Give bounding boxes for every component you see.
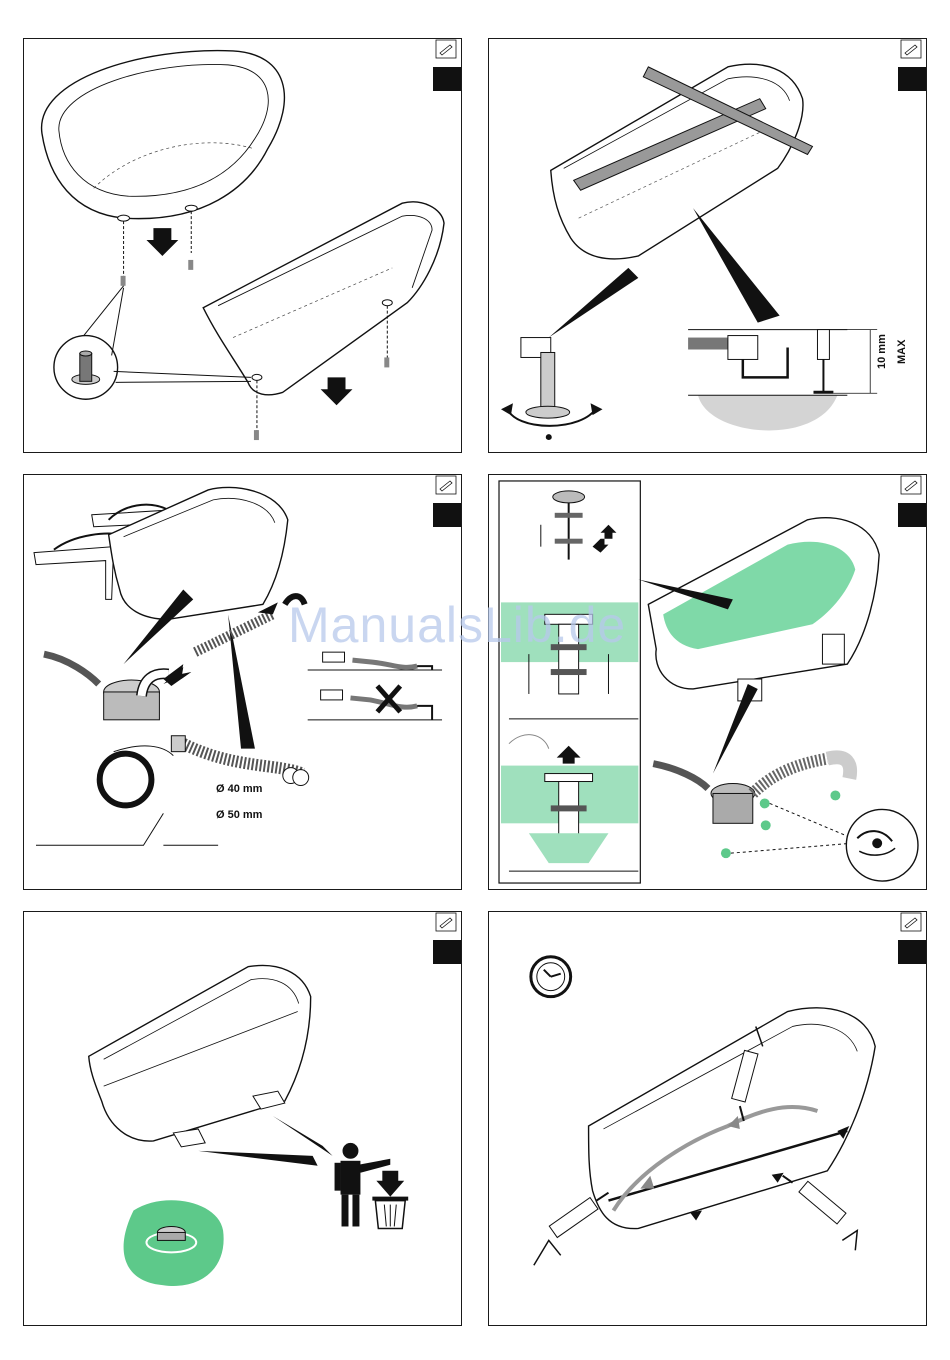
illustration-feet-mounting bbox=[24, 39, 461, 452]
step-tab-marker bbox=[898, 940, 926, 964]
eye-icon bbox=[846, 809, 918, 881]
pencil-note-icon bbox=[435, 912, 457, 932]
height-max-value: 10 mm bbox=[876, 334, 888, 369]
illustration-remove-supports bbox=[24, 912, 461, 1325]
panel-step-6 bbox=[488, 911, 927, 1326]
clock-icon bbox=[531, 957, 571, 997]
panel-step-5 bbox=[23, 911, 462, 1326]
step-tab-marker bbox=[898, 67, 926, 91]
panel-step-4 bbox=[488, 474, 927, 890]
down-arrow-icon bbox=[321, 377, 353, 405]
step-tab-marker bbox=[898, 503, 926, 527]
pipe-large-label: Ø 50 mm bbox=[216, 809, 262, 821]
illustration-leveling bbox=[489, 39, 926, 452]
illustration-silicone-seal bbox=[489, 912, 926, 1325]
panel-step-3: Ø 40 mm Ø 50 mm bbox=[23, 474, 462, 890]
trash-bin-icon bbox=[372, 1197, 408, 1229]
pencil-note-icon bbox=[435, 475, 457, 495]
step-tab-marker bbox=[433, 940, 461, 964]
illustration-drain-connection bbox=[24, 475, 461, 889]
pencil-note-icon bbox=[900, 912, 922, 932]
height-max-note: MAX bbox=[896, 340, 908, 364]
pencil-note-icon bbox=[435, 39, 457, 59]
silicone-gun-icon bbox=[783, 1176, 858, 1251]
panel-step-1 bbox=[23, 38, 462, 453]
step-tab-marker bbox=[433, 503, 461, 527]
panel-step-2: 10 mm MAX bbox=[488, 38, 927, 453]
pipe-small-label: Ø 40 mm bbox=[216, 783, 262, 795]
watermark: ManualsLib.de bbox=[288, 596, 626, 654]
pencil-note-icon bbox=[900, 475, 922, 495]
illustration-leak-test bbox=[489, 475, 926, 889]
down-arrow-icon bbox=[146, 228, 178, 256]
step-tab-marker bbox=[433, 67, 461, 91]
cross-icon bbox=[377, 686, 400, 712]
pencil-note-icon bbox=[900, 39, 922, 59]
